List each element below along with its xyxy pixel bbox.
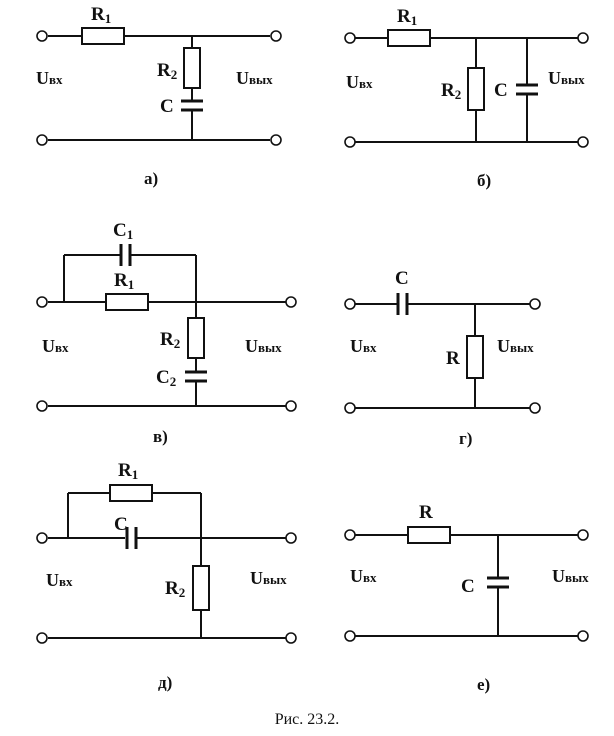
resistor-r <box>407 526 451 544</box>
label-c: C <box>461 576 475 597</box>
resistor-r1 <box>109 484 153 502</box>
label-c: C <box>114 514 128 535</box>
input-voltage-label: Uвх <box>350 566 377 586</box>
circuit-d: R1 C R2 Uвх Uвых д) <box>36 460 297 692</box>
label-r1: R1 <box>118 460 138 482</box>
output-voltage-label: Uвых <box>250 568 287 588</box>
input-terminal-top <box>36 30 48 42</box>
input-terminal-top <box>344 298 356 310</box>
input-terminal-bottom <box>36 632 48 644</box>
circuit-v: C1 R1 R2 C2 Uвх Uвых в) <box>36 220 297 446</box>
output-terminal-top <box>577 32 589 44</box>
resistor-r2 <box>192 565 210 611</box>
output-terminal-bottom <box>577 630 589 642</box>
label-c: C <box>494 80 508 101</box>
input-voltage-label: Uвх <box>36 68 63 88</box>
label-r: R <box>446 348 460 369</box>
wires <box>355 37 578 143</box>
input-voltage-label: Uвх <box>350 336 377 356</box>
input-terminal-top <box>344 529 356 541</box>
circuit-caption: а) <box>144 169 158 188</box>
output-terminal-bottom <box>285 632 297 644</box>
capacitor-c <box>396 293 409 315</box>
capacitor-c <box>516 83 538 96</box>
figure-caption: Рис. 23.2. <box>275 711 340 728</box>
input-terminal-bottom <box>36 400 48 412</box>
circuit-caption: г) <box>459 429 472 448</box>
circuit-caption: д) <box>158 673 172 692</box>
input-voltage-label: Uвх <box>42 336 69 356</box>
input-voltage-label: Uвх <box>46 570 73 590</box>
output-terminal-bottom <box>285 400 297 412</box>
label-c: C <box>160 96 174 117</box>
label-r2: R2 <box>157 60 177 82</box>
capacitor-c1 <box>119 244 132 266</box>
output-voltage-label: Uвых <box>497 336 534 356</box>
input-terminal-bottom <box>344 402 356 414</box>
output-terminal-top <box>529 298 541 310</box>
label-c2: C2 <box>156 367 176 389</box>
resistor-r2 <box>467 67 485 111</box>
input-terminal-top <box>36 532 48 544</box>
output-terminal-top <box>270 30 282 42</box>
input-voltage-label: Uвх <box>346 72 373 92</box>
label-r2: R2 <box>160 329 180 351</box>
output-voltage-label: Uвых <box>245 336 282 356</box>
label-r2: R2 <box>441 80 461 102</box>
wires <box>48 492 286 639</box>
circuit-caption: в) <box>153 427 168 446</box>
input-terminal-top <box>36 296 48 308</box>
output-voltage-label: Uвых <box>236 68 273 88</box>
capacitor-c <box>487 576 509 589</box>
label-r1: R1 <box>114 270 134 292</box>
wires <box>48 35 270 141</box>
output-voltage-label: Uвых <box>552 566 589 586</box>
output-terminal-bottom <box>529 402 541 414</box>
label-r1: R1 <box>91 4 111 26</box>
output-terminal-top <box>285 296 297 308</box>
resistor-r1 <box>387 29 431 47</box>
input-terminal-bottom <box>344 630 356 642</box>
input-terminal-bottom <box>344 136 356 148</box>
output-terminal-top <box>285 532 297 544</box>
resistor-r2 <box>183 47 201 89</box>
output-voltage-label: Uвых <box>548 68 585 88</box>
input-terminal-top <box>344 32 356 44</box>
circuit-g: C R Uвх Uвых г) <box>344 268 541 448</box>
capacitor-c <box>125 527 138 549</box>
circuit-e: R C Uвх Uвых е) <box>344 502 589 694</box>
capacitor-c2 <box>185 370 207 383</box>
output-terminal-bottom <box>577 136 589 148</box>
circuit-caption: б) <box>477 171 491 190</box>
label-r1: R1 <box>397 6 417 28</box>
input-terminal-bottom <box>36 134 48 146</box>
resistor-r1 <box>105 293 149 311</box>
output-terminal-top <box>577 529 589 541</box>
label-r: R <box>419 502 433 523</box>
resistor-r <box>466 335 484 379</box>
circuit-b: R1 R2 C Uвх Uвых б) <box>344 6 589 190</box>
capacitor-c <box>181 99 203 112</box>
label-r2: R2 <box>165 578 185 600</box>
wires <box>355 534 578 637</box>
wires <box>355 303 530 409</box>
label-c: C <box>395 268 409 289</box>
resistor-r1 <box>81 27 125 45</box>
output-terminal-bottom <box>270 134 282 146</box>
resistor-r2 <box>187 317 205 359</box>
circuit-a: R1 R2 C Uвх Uвых а) <box>36 4 282 188</box>
wires <box>48 254 286 407</box>
circuit-caption: е) <box>477 675 490 694</box>
label-c1: C1 <box>113 220 133 242</box>
